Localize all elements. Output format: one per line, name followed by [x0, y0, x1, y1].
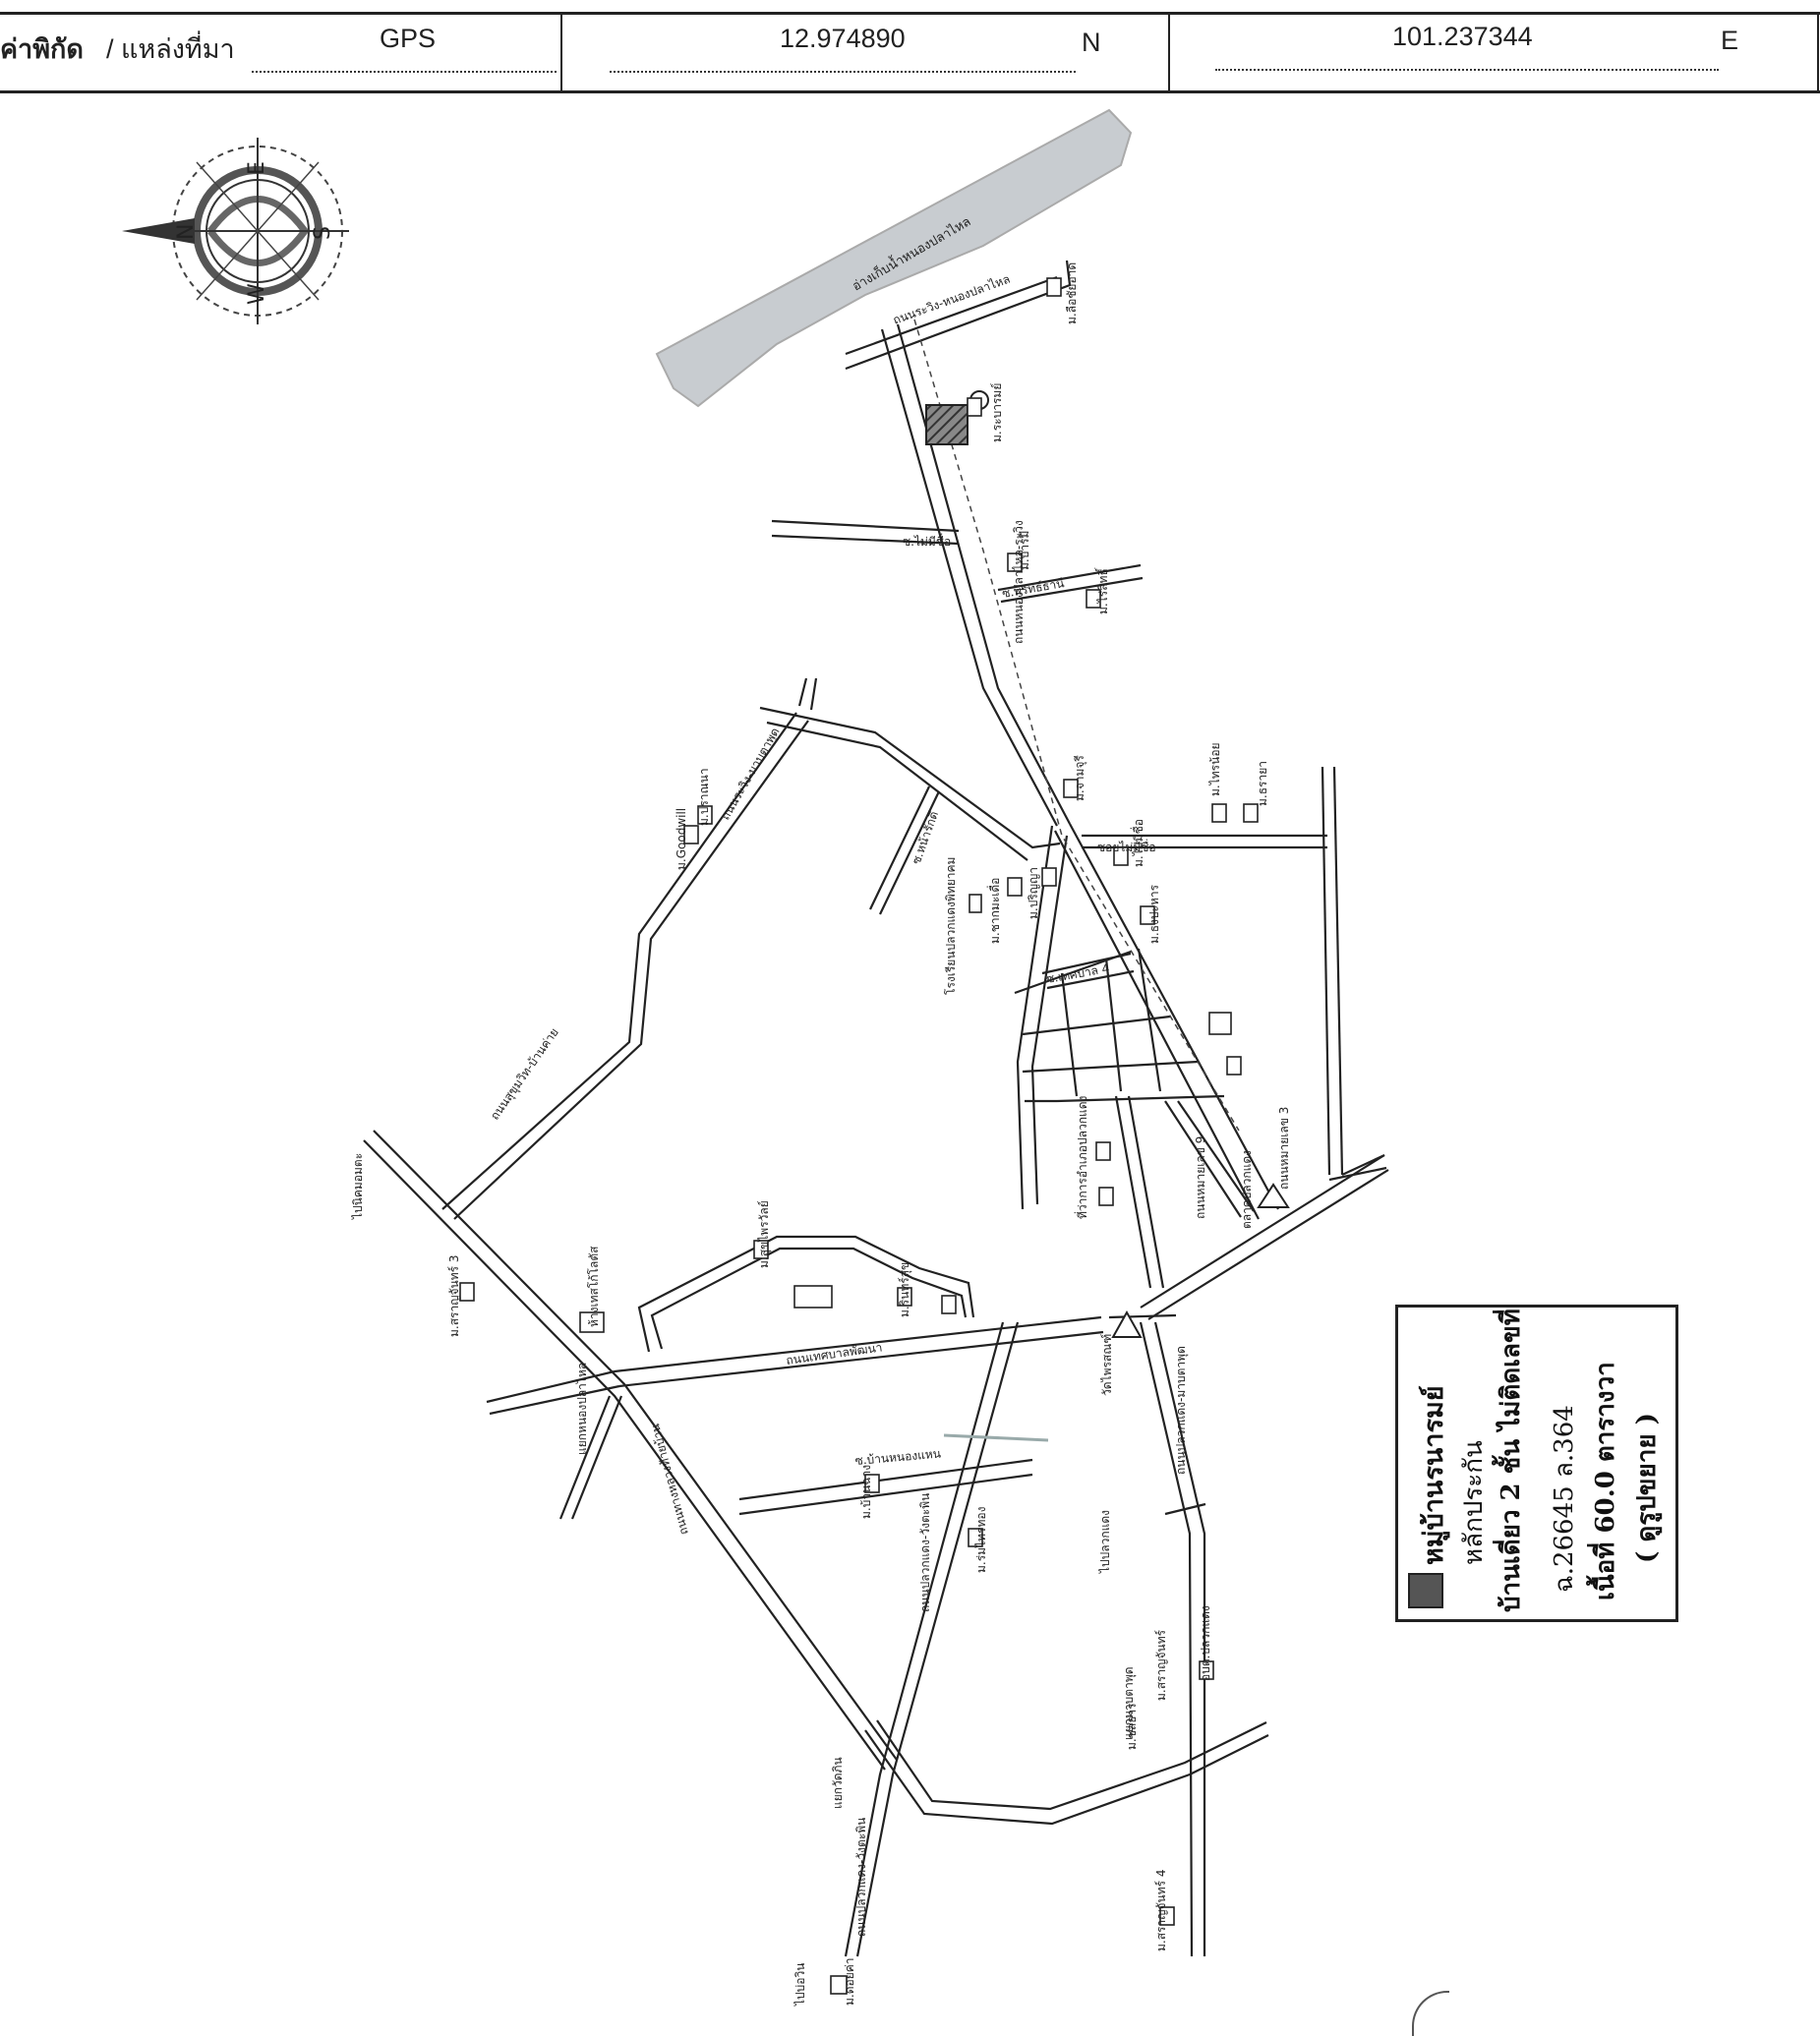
- place-label: ม.บ้านฉาง: [859, 1465, 873, 1519]
- road-label: ถนนปลวกแดง-วังตะพิน: [854, 1818, 868, 1937]
- place-label: ม.บารมี: [1018, 531, 1031, 570]
- subject-property-marker: [925, 404, 969, 445]
- road-label: ถนนหมายเลข 3: [1277, 1107, 1291, 1190]
- gps-source-value: GPS: [380, 24, 437, 53]
- place-label: ห้างเทสโก้โลตัส: [587, 1246, 601, 1327]
- compass-letter-n: N: [174, 224, 199, 240]
- legend-swatch: [1408, 1573, 1443, 1608]
- road-label: ถนนปลวกแดง-วังตะพิน: [918, 1493, 932, 1612]
- compass-letter-w: W: [245, 283, 269, 305]
- temple-icon: [1111, 1183, 1290, 1338]
- location-map: N E S W อ่างเก็บน้ำหนองปลาไหล: [122, 108, 1389, 2007]
- road-label: ถนนปลวกแดง-มาบตาพุด: [1174, 1346, 1189, 1475]
- road-label: ถนนสุขุมวิท-บ้านค่าย: [488, 1025, 562, 1123]
- place-label: ม.รินทร์สุข: [898, 1262, 912, 1317]
- place-label: ม.ชลธาร: [1125, 1703, 1139, 1750]
- place-label: ม.ระบารมย์: [990, 383, 1004, 442]
- road-label: ถนนเทศบาลพัฒนา: [785, 1340, 883, 1367]
- road-label: ถนนทางหลวงท้ายบ้าน: [648, 1423, 691, 1537]
- compass-letter-s: S: [311, 226, 335, 240]
- header-divider: [1817, 12, 1819, 90]
- place-label: ตลาดปลวกแดง: [1240, 1150, 1254, 1229]
- header-divider: [1168, 12, 1170, 90]
- place-label: ม.จามจุรี: [1073, 755, 1087, 801]
- legend-line: ( ดูรูปขยาย ): [1632, 1413, 1662, 1563]
- legend-line: เนื้อที่ 60.0 ตารางวา: [1591, 1362, 1620, 1600]
- latitude-value: 12.974890: [780, 24, 906, 53]
- road-label: ถนนระวิง-มาบตาพุด: [718, 726, 783, 823]
- legend-title: หมู่บ้านรนารมย์: [1419, 1385, 1449, 1565]
- place-label: ม.ปราณนา: [697, 768, 711, 826]
- place-label: ม.ดอยค่า: [843, 1957, 856, 2006]
- place-label: ม.สราญจันทร์ 3: [447, 1255, 461, 1338]
- longitude-value: 101.237344: [1392, 22, 1533, 51]
- compass-letter-e: E: [245, 161, 269, 175]
- place-label: ม.สราญจันทร์ 4: [1154, 1870, 1168, 1952]
- reservoir-area: [655, 108, 1133, 408]
- place-label: ไปบ่อวิน: [793, 1963, 807, 2007]
- legend-line: ฉ.26645 ล.364: [1550, 1405, 1579, 1593]
- header-bottom-border: [0, 90, 1820, 93]
- dotted-line: [252, 71, 557, 73]
- place-label: ไปปลวกแดง: [1098, 1510, 1112, 1574]
- longitude-suffix: E: [1721, 26, 1739, 55]
- place-label: ม.ธงปะหาร: [1147, 884, 1161, 944]
- place-label: ที่ว่าการอำเภอปลวกแดง: [1074, 1096, 1089, 1219]
- place-label: ม.Goodwill: [675, 808, 688, 870]
- road-label: ซ.ไม่มีชื่อ: [903, 533, 951, 549]
- legend-line: บ้านเดี่ยว 2 ชั้น ไม่ติดเลขที่: [1497, 1309, 1526, 1612]
- place-label: วัดไพรสณฑ์: [1100, 1334, 1114, 1396]
- building-icons: [459, 277, 1259, 1995]
- place-label: ม.ปริญญา: [1027, 867, 1040, 919]
- place-label: โรงเรียนปลวกแดงพิทยาคม: [944, 857, 958, 995]
- place-label: ม.ชากมะเดื่อ: [986, 878, 1002, 944]
- header-divider: [560, 12, 562, 90]
- place-label: ม.สุขไพรวัลย์: [757, 1200, 772, 1268]
- place-label: ม.สราญจันทร์: [1154, 1629, 1168, 1701]
- place-label: ม.ธรายา: [1256, 761, 1269, 806]
- dotted-line: [1215, 69, 1719, 71]
- place-label: แยกหนองปลาไหล: [575, 1363, 589, 1455]
- road-network: [363, 260, 1389, 1957]
- place-label: ไปนิคมอมตะ: [351, 1153, 365, 1220]
- dotted-line: [610, 71, 1076, 73]
- coordinate-header: ค่าพิกัด / แหล่งที่มา GPS 12.974890 N 10…: [0, 0, 1820, 94]
- compass-rose-icon: N E S W: [122, 138, 349, 324]
- road-label: ซอยไม่มีชื่อ: [1097, 839, 1156, 854]
- place-label: แยกวัดภิน: [831, 1757, 845, 1809]
- place-label: ม.ลือชัยอาด: [1065, 262, 1079, 324]
- legend-line: หลักประกัน: [1459, 1440, 1489, 1565]
- place-label: ม.ร่มไทรทอง: [974, 1507, 988, 1573]
- place-label: แยกมาบตาพุด: [1122, 1666, 1137, 1740]
- place-label: อบต.ปลวกแดง: [1199, 1605, 1212, 1681]
- header-top-border: [0, 12, 1820, 15]
- coord-label: ค่าพิกัด: [0, 34, 84, 64]
- road-label: ถนนหนองปลาไหล-ระวิง: [1012, 520, 1026, 644]
- place-label: ม.ไม่มีชื่อ: [1130, 819, 1145, 867]
- canal-line: [943, 1433, 1049, 1442]
- road-label: ถนนหมายเลข 9: [1194, 1136, 1207, 1219]
- place-label: ม.ไร่สิทธิ์: [1094, 567, 1110, 614]
- place-label: ม.ไทรน้อย: [1208, 742, 1222, 796]
- coord-source-label: / แหล่งที่มา: [106, 34, 235, 64]
- road-label: ซ.บ้านหนองแหน: [854, 1446, 941, 1468]
- legend-box: หมู่บ้านรนารมย์ หลักประกัน บ้านเดี่ยว 2 …: [1395, 1305, 1678, 1622]
- latitude-suffix: N: [1082, 28, 1101, 57]
